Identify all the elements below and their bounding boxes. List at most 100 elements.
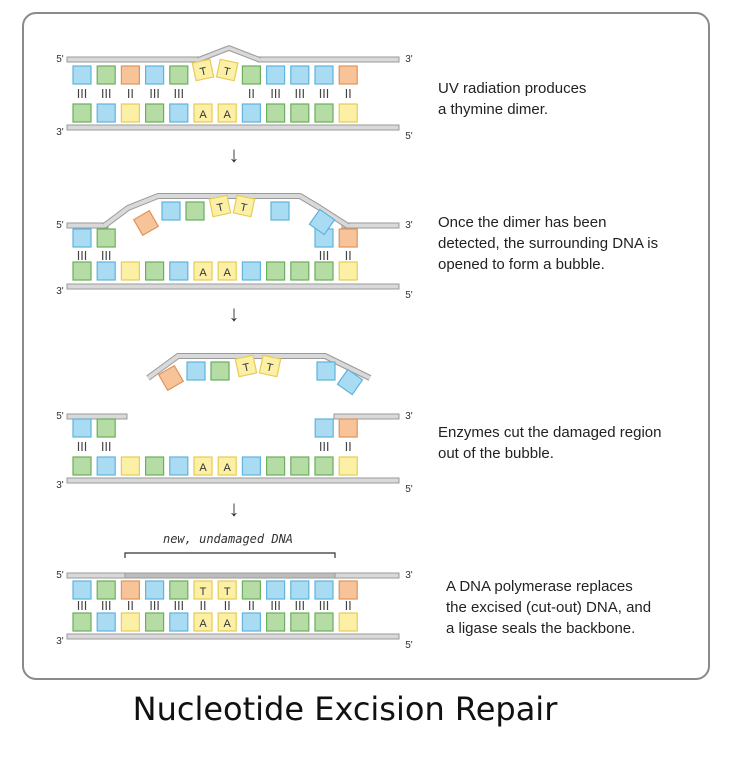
three-prime-label: 3' — [56, 127, 64, 138]
bottom-base — [266, 612, 286, 632]
top-base-square — [96, 65, 116, 85]
top-base-letter: T — [216, 201, 225, 214]
top-base-square — [338, 580, 358, 600]
top-base — [120, 580, 140, 600]
top-base-square — [338, 228, 358, 248]
bottom-base: A — [217, 612, 237, 632]
bottom-base — [241, 612, 261, 632]
top-base-square — [314, 65, 334, 85]
bottom-base — [241, 103, 261, 123]
bottom-base — [96, 261, 116, 281]
top-backbone-kink-fill — [197, 46, 261, 62]
excised-base-square — [258, 354, 282, 378]
bottom-base-square — [338, 261, 358, 281]
bottom-base — [290, 456, 310, 476]
top-base-square — [290, 580, 310, 600]
five-prime-label: 5' — [56, 220, 64, 231]
top-base-square — [314, 418, 334, 438]
top-base-square — [96, 418, 116, 438]
top-base-square — [145, 580, 165, 600]
page-title: Nucleotide Excision Repair — [132, 690, 558, 728]
bottom-base — [169, 261, 189, 281]
top-base: T — [193, 580, 213, 600]
top-base-square — [185, 201, 205, 221]
three-prime-label: 3' — [56, 286, 64, 297]
top-base — [169, 65, 189, 85]
five-prime-label: 5' — [405, 131, 413, 142]
new-dna-label: new, undamaged DNA — [163, 532, 293, 546]
bottom-base-square — [217, 103, 237, 123]
bottom-base — [96, 456, 116, 476]
top-base-square — [132, 209, 160, 237]
top-base — [72, 228, 92, 248]
top-base-square — [208, 194, 232, 218]
excised-base — [186, 361, 206, 381]
step-4-caption: A DNA polymerase replaces the excised (c… — [446, 578, 652, 637]
bottom-backbone — [66, 124, 400, 131]
bottom-base-square — [145, 456, 165, 476]
bottom-base-square — [145, 612, 165, 632]
bottom-base-square — [314, 103, 334, 123]
bottom-base-square — [217, 456, 237, 476]
bottom-base-square — [72, 456, 92, 476]
bottom-base-square — [266, 456, 286, 476]
bottom-base-square — [290, 456, 310, 476]
bottom-base — [290, 261, 310, 281]
top-backbone — [66, 222, 109, 229]
top-base — [120, 65, 140, 85]
excised-base — [316, 361, 336, 381]
new-backbone-segment — [124, 572, 336, 579]
bottom-base — [266, 456, 286, 476]
bottom-base: A — [193, 612, 213, 632]
bottom-base — [266, 103, 286, 123]
bottom-base-square — [217, 612, 237, 632]
top-base — [96, 418, 116, 438]
bottom-base — [338, 261, 358, 281]
bottom-base-square — [217, 261, 237, 281]
bottom-base — [72, 103, 92, 123]
bottom-base: A — [217, 456, 237, 476]
bottom-base-square — [193, 103, 213, 123]
top-base — [290, 580, 310, 600]
bottom-base-letter: A — [224, 109, 232, 121]
bottom-base-square — [96, 261, 116, 281]
excised-base-letter: T — [242, 361, 251, 374]
excised-base — [210, 361, 230, 381]
bottom-base-square — [145, 103, 165, 123]
top-base-square — [338, 65, 358, 85]
top-base — [290, 65, 310, 85]
bottom-base — [145, 261, 165, 281]
three-prime-label: 3' — [405, 411, 413, 422]
bottom-base — [96, 103, 116, 123]
five-prime-label: 5' — [405, 290, 413, 301]
bottom-base-letter: A — [199, 462, 207, 474]
top-base-square — [72, 580, 92, 600]
bottom-base — [145, 456, 165, 476]
three-prime-label: 3' — [56, 636, 64, 647]
bottom-base-square — [169, 612, 189, 632]
top-base — [241, 580, 261, 600]
bottom-base-letter: A — [199, 109, 207, 121]
top-base — [314, 418, 334, 438]
bottom-base-square — [96, 456, 116, 476]
five-prime-label: 5' — [56, 570, 64, 581]
bottom-base-square — [72, 261, 92, 281]
top-base-square — [193, 580, 213, 600]
three-prime-label: 3' — [405, 570, 413, 581]
top-base — [96, 580, 116, 600]
five-prime-label: 5' — [405, 484, 413, 495]
bottom-base-square — [314, 456, 334, 476]
bottom-base-square — [338, 456, 358, 476]
top-base — [270, 201, 290, 221]
top-base-square — [169, 65, 189, 85]
bottom-base-square — [193, 261, 213, 281]
top-base — [338, 580, 358, 600]
top-base — [96, 228, 116, 248]
excised-base-square — [234, 354, 258, 378]
top-base-square — [241, 580, 261, 600]
bottom-base: A — [217, 103, 237, 123]
top-backbone — [333, 413, 400, 420]
top-base-square — [266, 65, 286, 85]
bottom-base: A — [193, 456, 213, 476]
top-backbone — [66, 413, 128, 420]
